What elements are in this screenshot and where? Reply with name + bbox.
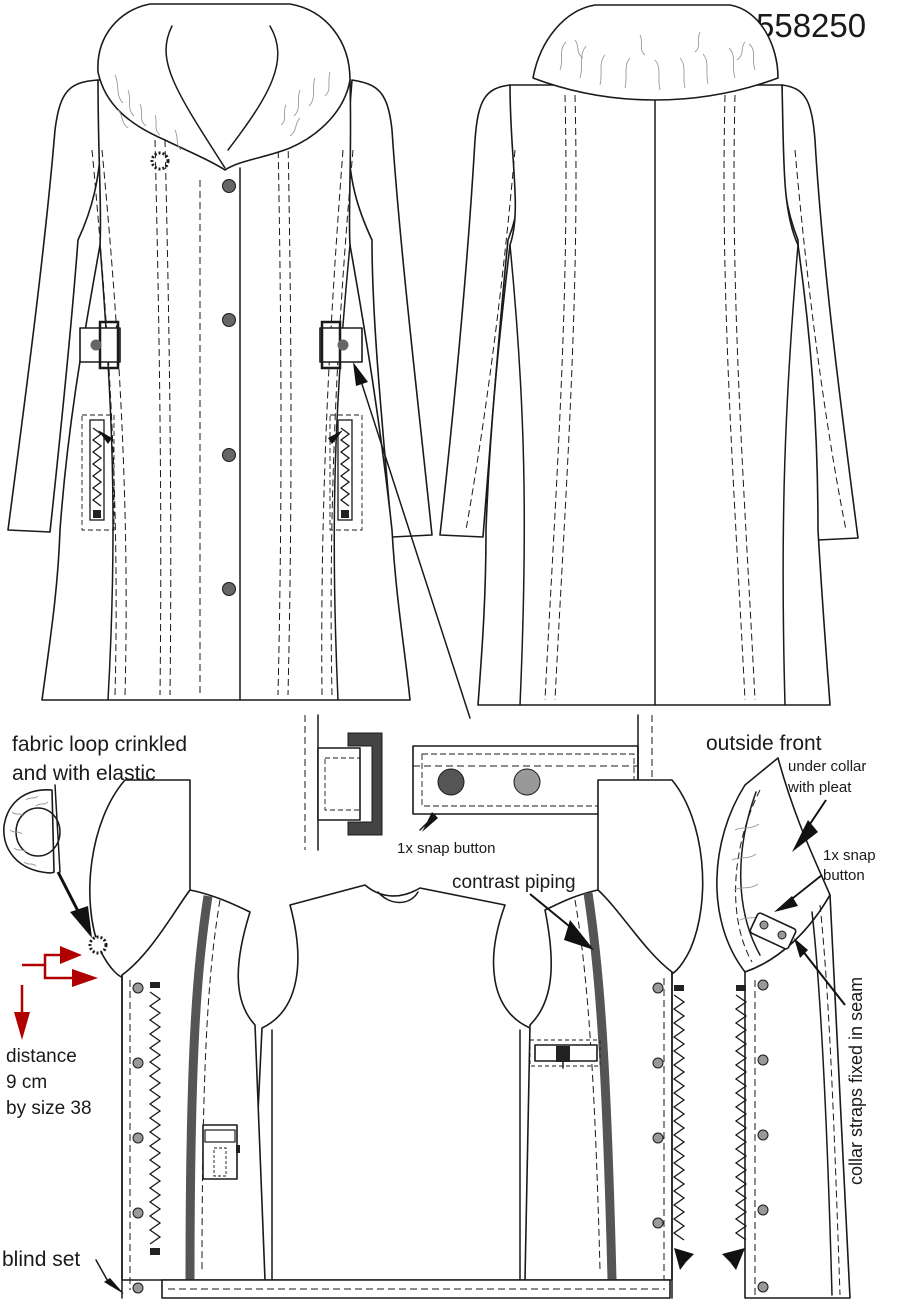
outside-front-detail [716,757,851,1299]
label-under-collar-1: under collar [788,758,866,775]
left-side-tab [79,320,121,370]
inside-button [132,1282,144,1294]
back-right-sleeve [781,84,859,541]
inside-button [652,1132,664,1144]
front-button [222,448,236,462]
label-distance-3: by size 38 [6,1098,92,1119]
style-number: 558250 [756,7,866,44]
inside-pocket [202,1124,240,1180]
back-body [477,84,831,706]
inside-button [652,982,664,994]
label-distance-1: distance [6,1046,77,1067]
inside-button [132,1057,144,1069]
inside-button [132,1207,144,1219]
label-fabric-loop-2: and with elastic [12,762,156,785]
left-zip-pocket [81,414,115,531]
inside-view [88,779,704,1299]
label-contrast-piping: contrast piping [452,872,576,893]
outside-button [757,1204,769,1216]
inside-button [132,1132,144,1144]
front-button [222,313,236,327]
label-collar-straps: collar straps fixed in seam [846,977,866,1185]
inside-tab [529,1039,601,1069]
fabric-loop-detail [3,789,61,874]
front-view [7,3,433,701]
label-snap-button-2-1: 1x snap [823,847,876,864]
label-outside-front: outside front [706,732,822,755]
back-left-sleeve [439,84,522,538]
inside-right-facing [524,889,673,1281]
front-button [222,179,236,193]
label-under-collar-2: with pleat [787,779,852,796]
inside-button [132,982,144,994]
front-collar [97,3,351,171]
label-snap-button: 1x snap button [397,840,495,857]
back-view [439,4,859,706]
back-collar [532,4,779,101]
snap-button-dark [437,768,465,796]
right-side-tab [319,320,363,370]
right-contrast-piping [583,892,617,1281]
snap-button-light [513,768,541,796]
front-left-sleeve [7,79,103,533]
callout-line-side-tab [359,377,471,719]
inside-back-lining [249,884,541,1281]
label-fabric-loop-1: fabric loop crinkled [12,733,187,756]
inside-button [652,1217,664,1229]
left-contrast-piping [185,895,213,1281]
outside-button [757,1054,769,1066]
label-distance-2: 9 cm [6,1072,47,1093]
outside-button [757,1281,769,1293]
outside-button [757,1129,769,1141]
label-snap-button-2-2: button [823,867,865,884]
label-blind-set: blind set [2,1248,80,1271]
outside-button [757,979,769,991]
distance-indicator [14,946,98,1040]
front-right-sleeve [347,79,433,538]
inside-button [652,1057,664,1069]
outside-front-panel [744,894,851,1299]
front-button [222,582,236,596]
right-zip-pocket [328,414,363,531]
